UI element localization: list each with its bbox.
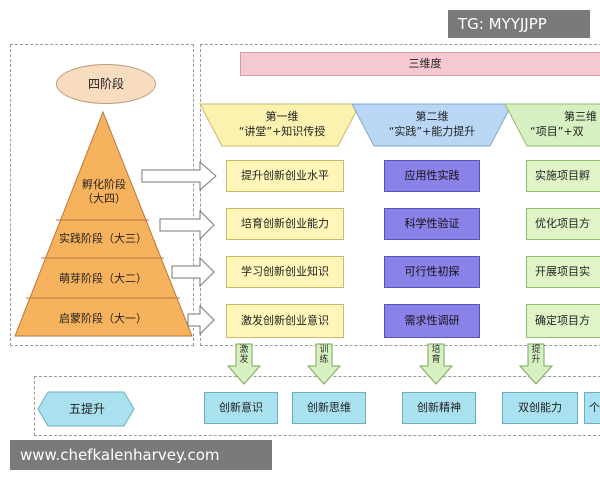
col1-box-2: 培育创新创业能力 — [226, 208, 344, 240]
stage-incubation: 孵化阶段 （大四） — [60, 178, 148, 207]
col2-box-2: 科学性验证 — [384, 208, 480, 240]
dimensions-container — [200, 44, 600, 346]
col3-box-4-label: 确定项目方 — [535, 314, 590, 328]
three-dimensions-title: 三维度 — [408, 57, 442, 71]
stage-arrow-1 — [141, 160, 217, 192]
down-arrow-3-label: 培育 — [431, 345, 441, 365]
improvement-2: 创新思维 — [292, 392, 366, 424]
dimension-3-banner — [504, 103, 600, 147]
col3-box-3-label: 开展项目实 — [535, 265, 590, 279]
dimension-1-line1: 第一维 — [265, 110, 299, 123]
stage-arrow-3 — [171, 256, 215, 288]
col3-box-3: 开展项目实 — [526, 256, 600, 288]
stage-practice: 实践阶段（大三） — [59, 232, 147, 245]
col2-box-3: 可行性初探 — [384, 256, 480, 288]
col1-box-3: 学习创新创业知识 — [226, 256, 344, 288]
down-arrow-1-label: 激发 — [239, 345, 249, 365]
improvement-4: 双创能力 — [502, 392, 578, 424]
improvement-5: 个 — [584, 392, 600, 424]
stage-incubation-label: 孵化阶段 — [82, 178, 126, 191]
dimension-1-line2: “讲堂”+知识传授 — [238, 124, 326, 138]
col3-box-2: 优化项目方 — [526, 208, 600, 240]
col3-box-4: 确定项目方 — [526, 304, 600, 338]
down-arrow-3 — [418, 343, 454, 385]
stage-arrow-4 — [187, 304, 215, 336]
stage-incubation-sub: （大四） — [82, 192, 126, 206]
watermark-top: TG: MYYJJPP — [448, 10, 590, 38]
col3-box-2-label: 优化项目方 — [535, 217, 590, 231]
stage-enlighten: 启蒙阶段（大一） — [59, 312, 147, 325]
improvement-3: 创新精神 — [402, 392, 476, 424]
pyramid-shape — [14, 110, 193, 337]
stage-sprout: 萌芽阶段（大二） — [59, 272, 147, 285]
dimension-2-banner — [351, 103, 513, 147]
five-improvements-title: 五提升 — [68, 401, 105, 416]
stage-arrow-2 — [159, 209, 215, 241]
dimension-3-title: 第三维 “项目”+双 — [526, 110, 600, 140]
improvement-5-label: 个 — [589, 401, 600, 415]
dimension-2-line1: 第二维 — [415, 110, 449, 123]
dimension-3-line1: 第三维 — [564, 110, 597, 123]
three-dimensions-header: 三维度 — [240, 52, 600, 76]
dimension-1-banner — [199, 103, 361, 147]
col1-box-4: 激发创新创业意识 — [226, 304, 344, 338]
col3-box-1: 实施项目孵 — [526, 160, 600, 192]
down-arrow-4 — [518, 343, 554, 385]
down-arrow-4-label: 提升 — [531, 345, 541, 365]
dimension-2-title: 第二维 “实践”+能力提升 — [372, 110, 492, 140]
improvement-1: 创新意识 — [204, 392, 278, 424]
dimension-3-line2: “项目”+双 — [530, 124, 584, 138]
down-arrow-1 — [226, 343, 262, 385]
col2-box-4: 需求性调研 — [384, 304, 480, 338]
dimension-2-line2: “实践”+能力提升 — [388, 124, 476, 138]
four-stages-oval: 四阶段 — [56, 64, 156, 104]
dimension-1-title: 第一维 “讲堂”+知识传授 — [222, 110, 342, 140]
four-stages-title: 四阶段 — [87, 76, 124, 91]
down-arrow-2-label: 训练 — [319, 345, 329, 365]
watermark-bottom: www.chefkalenharvey.com — [10, 440, 272, 470]
col1-box-1: 提升创新创业水平 — [226, 160, 344, 192]
pyramid-container — [10, 44, 194, 346]
col3-box-1-label: 实施项目孵 — [535, 169, 590, 183]
col2-box-1: 应用性实践 — [384, 160, 480, 192]
down-arrow-2 — [306, 343, 342, 385]
